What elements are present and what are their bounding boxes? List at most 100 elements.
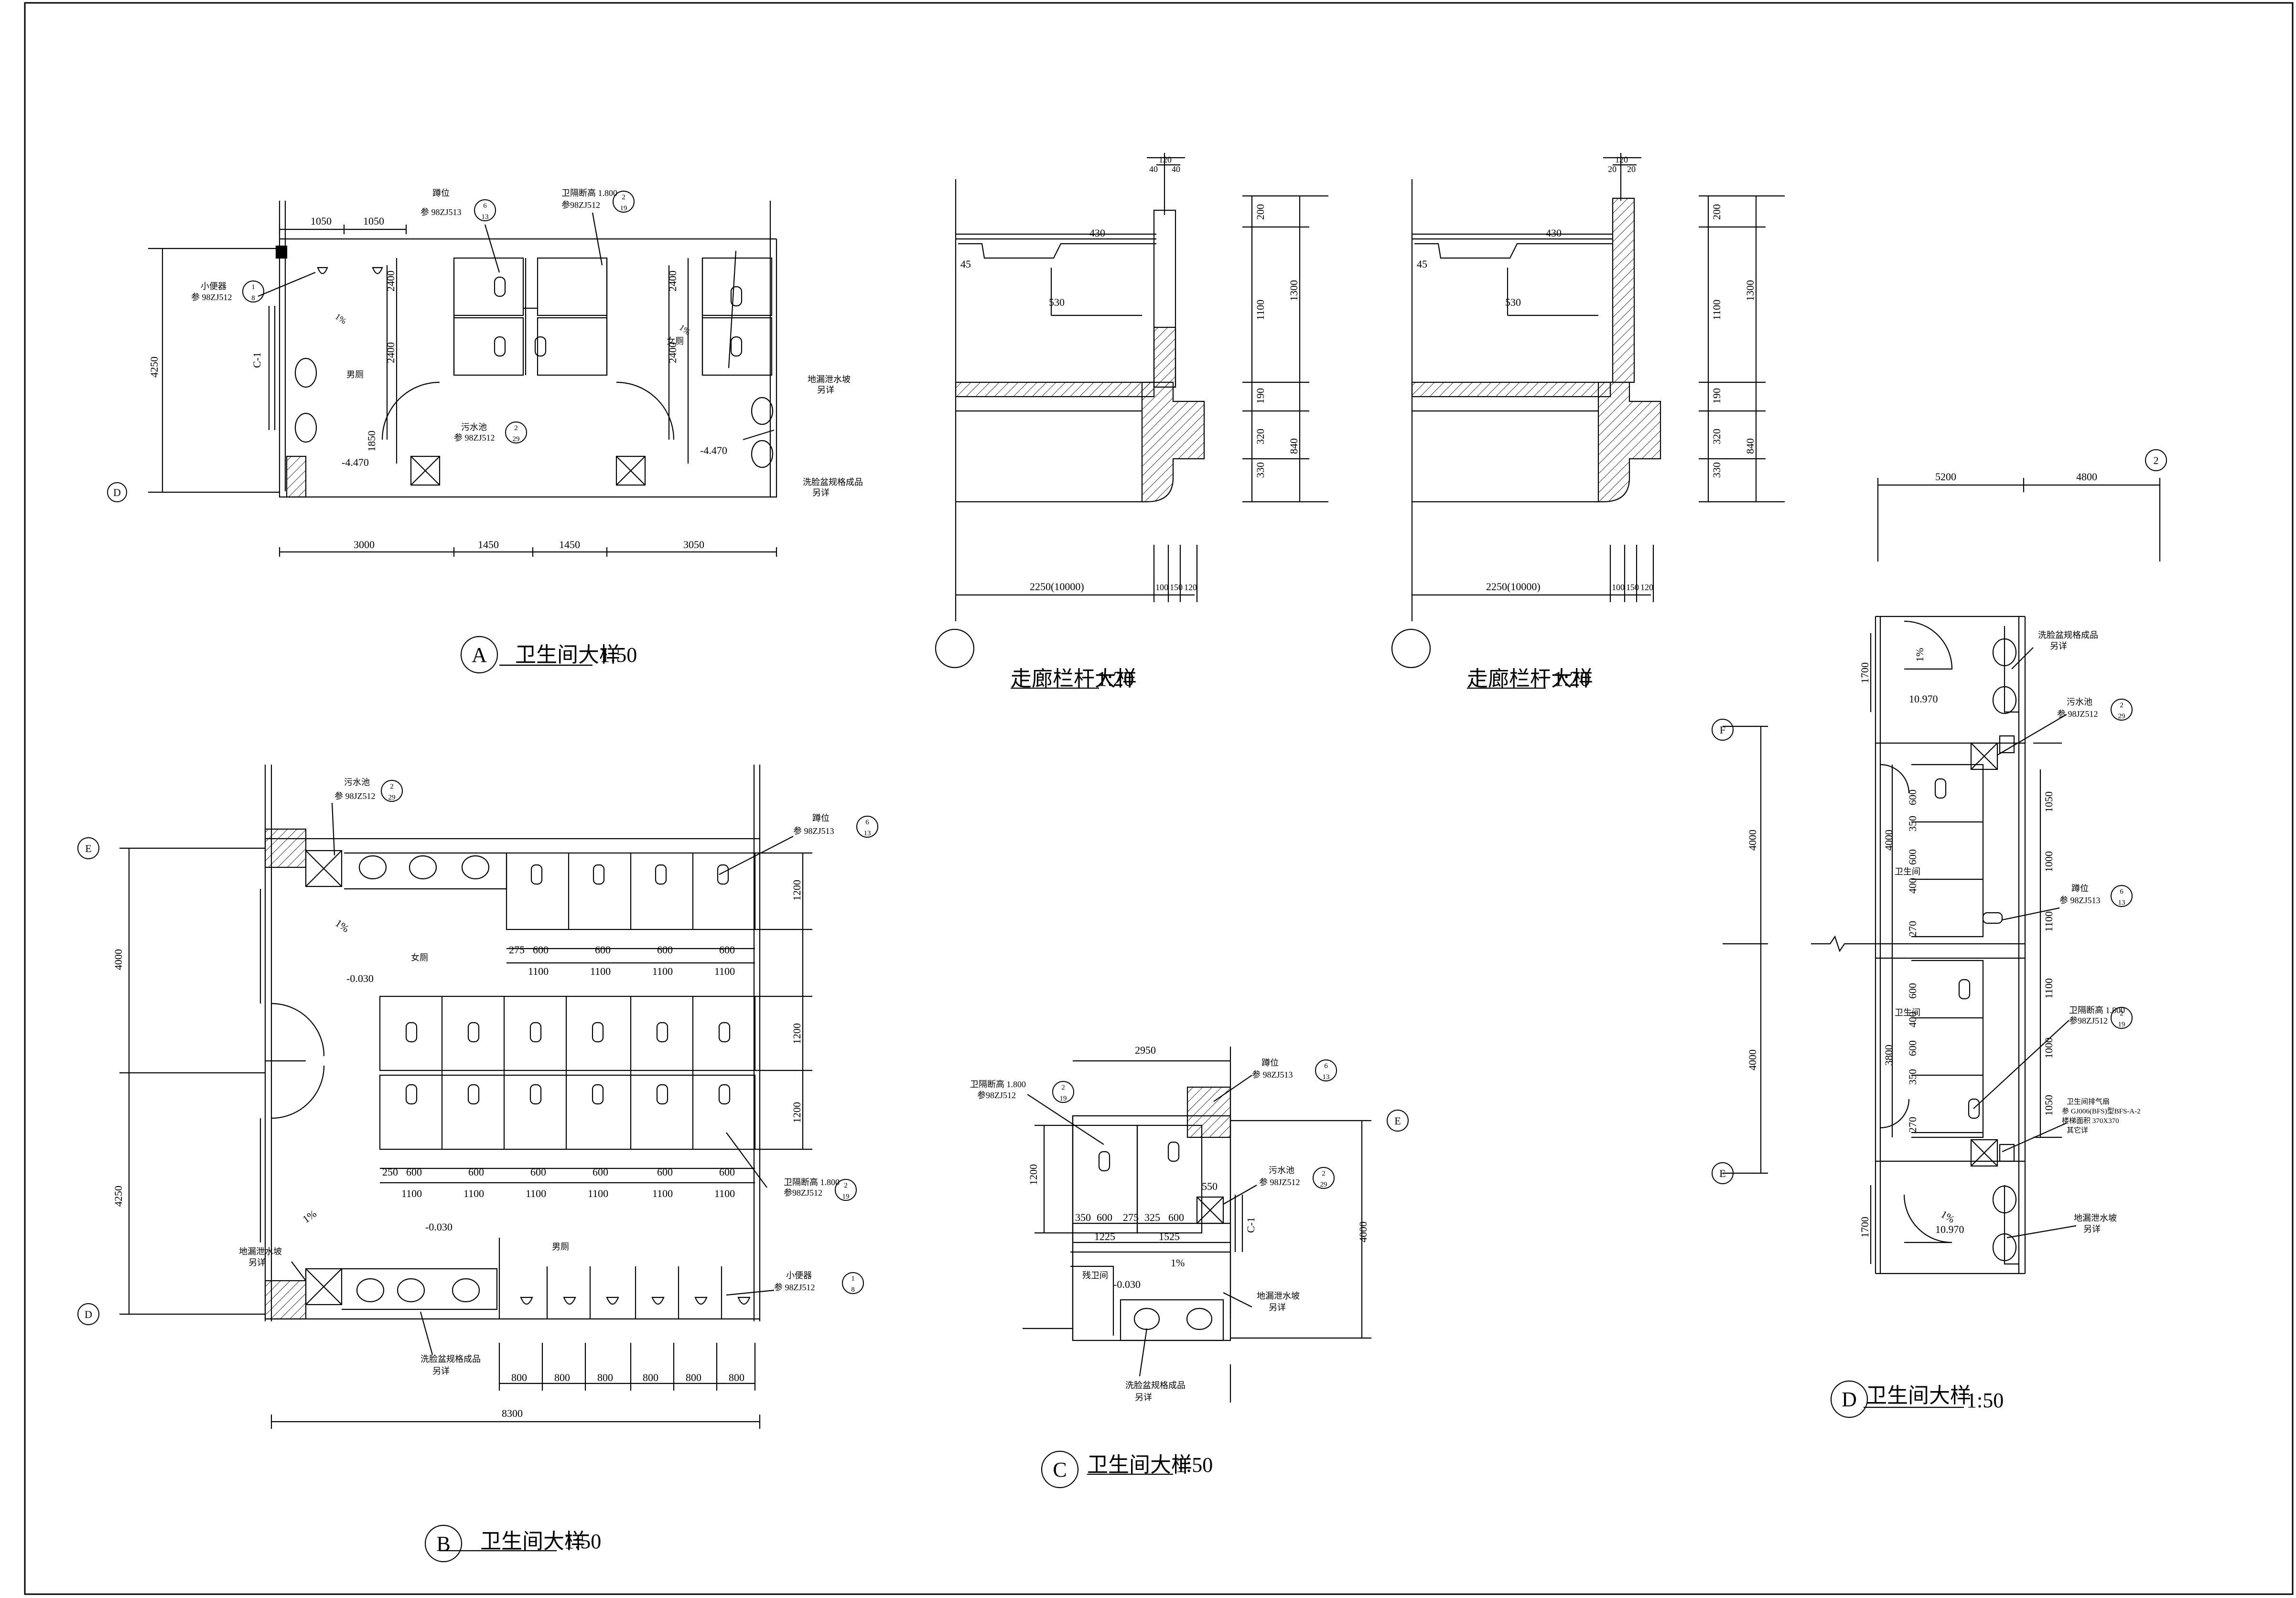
dim-label: 1100 [590,965,611,977]
note-drain: 地漏泄水坡 [239,1247,282,1256]
ref-num: 2 [2120,1010,2124,1017]
dim-label: 600 [719,1166,735,1178]
dim-label: 1100 [714,1188,735,1199]
slope-label: 1% [1171,1257,1185,1269]
dim-label: 275 [1123,1211,1139,1223]
dim-label: 1100 [528,965,549,977]
ref-page: 19 [620,205,627,212]
dim-label: 1050 [2043,791,2055,812]
dim-label: 270 [1907,921,1919,937]
axis-label-2: 2 [2154,454,2159,466]
view-a-labels: A 卫生间大样 1:50 1050 1050 3000 1450 1450 30… [107,188,863,674]
note-partition: 卫隔断高 1.800 [784,1177,840,1187]
slope-label: 1% [1914,648,1926,662]
view-b-scale: 1:50 [564,1530,601,1553]
ref-page: 29 [388,794,396,801]
dim-label: 1700 [1859,662,1871,683]
view-a-title: 卫生间大样 [515,643,620,667]
ref-page: 29 [2118,713,2125,720]
ref-page: 13 [482,213,489,221]
dim-label: 1450 [478,539,499,551]
dim-label: 1100 [2043,978,2055,999]
dim-label: 1100 [401,1188,422,1199]
view-c-labels: C 卫生间大样 1:50 2950 1200 350 600 275 325 6… [970,1044,1409,1489]
level-label: 10.970 [1909,693,1938,705]
dim-label: 1100 [588,1188,608,1199]
note-drain-detail: 另详 [817,385,834,395]
ref-num: 6 [2120,888,2124,896]
axis-label-d: D [113,486,121,498]
dim-label: 270 [1907,1117,1919,1133]
dim-label: 800 [554,1371,570,1383]
dim-label: 1100 [1711,300,1723,320]
axis-label-f: F [1720,724,1725,736]
note-squat: 蹲位 [2071,884,2089,893]
room-label: 女厕 [411,953,428,962]
dim-label: 1200 [791,1023,803,1044]
slope-label: 1% [678,323,692,337]
view-b-id: B [436,1532,450,1555]
ref-num: 2 [514,424,518,432]
room-label: 卫生间 [1895,867,1920,876]
ref-page: 8 [251,294,255,302]
railing-2-labels: 走廊栏杆大样 1:20 120 20 20 430 530 45 200 110… [1417,155,1756,691]
ref-page: 19 [2118,1021,2125,1028]
view-railing-1 [935,153,1328,689]
dim-label: 350 [1907,1069,1919,1085]
ref-num: 2 [622,194,625,201]
note-squat: 蹲位 [812,813,830,823]
railing-1-labels: 走廊栏杆大样 1:20 120 40 40 430 530 45 200 110… [960,155,1300,691]
dim-label: 190 [1711,388,1723,404]
note-basin-detail: 另详 [1135,1393,1152,1402]
note-squat: 蹲位 [432,188,450,198]
detail-reference-markers [242,191,2133,1294]
dim-label: 800 [686,1371,701,1383]
view-b-labels: B 卫生间大样 1:50 E D 4000 4250 1200 1200 120… [77,777,840,1563]
dim-label: 1100 [652,1188,673,1199]
view-a-id: A [472,643,487,667]
room-label: 女厕 [667,336,684,346]
dim-label: 320 [1254,429,1266,444]
note-urinal-ref: 参 98ZJ512 [191,292,232,302]
dim-label: 5200 [1935,471,1956,483]
note-mop: 污水池 [461,422,487,432]
dim-label: 200 [1711,204,1723,220]
level-label: -0.030 [346,972,374,984]
slope-label: 1% [301,1208,319,1225]
dim-label: 1700 [1859,1217,1871,1238]
dim-label: 2950 [1135,1044,1156,1056]
dim-label: 350 [1907,816,1919,831]
axis-label-e: E [1719,1167,1725,1179]
ref-num: 1 [851,1275,855,1283]
dim-label: 100 [1155,583,1168,592]
note-mop: 污水池 [2067,697,2092,707]
room-label: 卫生间 [1895,1008,1920,1017]
dim-label: 840 [1288,438,1300,454]
dim-label: 40 [1149,164,1158,174]
dim-label: 4250 [112,1186,124,1207]
ref-num: 6 [865,819,869,826]
note-drain-detail: 另详 [1269,1303,1286,1312]
dim-label: 430 [1546,227,1562,239]
note-drain: 地漏泄水坡 [1257,1291,1300,1301]
dim-label: 2250(10000) [1486,581,1541,593]
view-d-plan [1723,478,2161,1408]
note-drain-detail: 另详 [248,1258,266,1267]
note-mop-ref: 参 98JZ512 [334,791,376,801]
dim-label: 4000 [112,949,124,970]
railing-2-title: 走廊栏杆大样 [1467,667,1593,691]
note-partition: 卫隔断高 1.800 [2069,1005,2125,1015]
dim-label: 600 [468,1166,484,1178]
dim-label: 3000 [354,539,375,551]
note-basin-detail: 另详 [432,1366,450,1376]
ref-page: 13 [1323,1073,1330,1081]
ref-page: 29 [1320,1181,1327,1188]
note-basin: 洗脸盆规格成品 [420,1354,481,1364]
note-basin: 洗脸盆规格成品 [2038,630,2098,640]
dim-label: 800 [597,1371,613,1383]
dim-label: 200 [1254,204,1266,220]
note-partition: 卫隔断高 1.800 [561,188,617,198]
dim-label: 400 [1907,878,1919,894]
dim-label: 330 [1254,462,1266,478]
dim-label: 40 [1172,164,1180,174]
